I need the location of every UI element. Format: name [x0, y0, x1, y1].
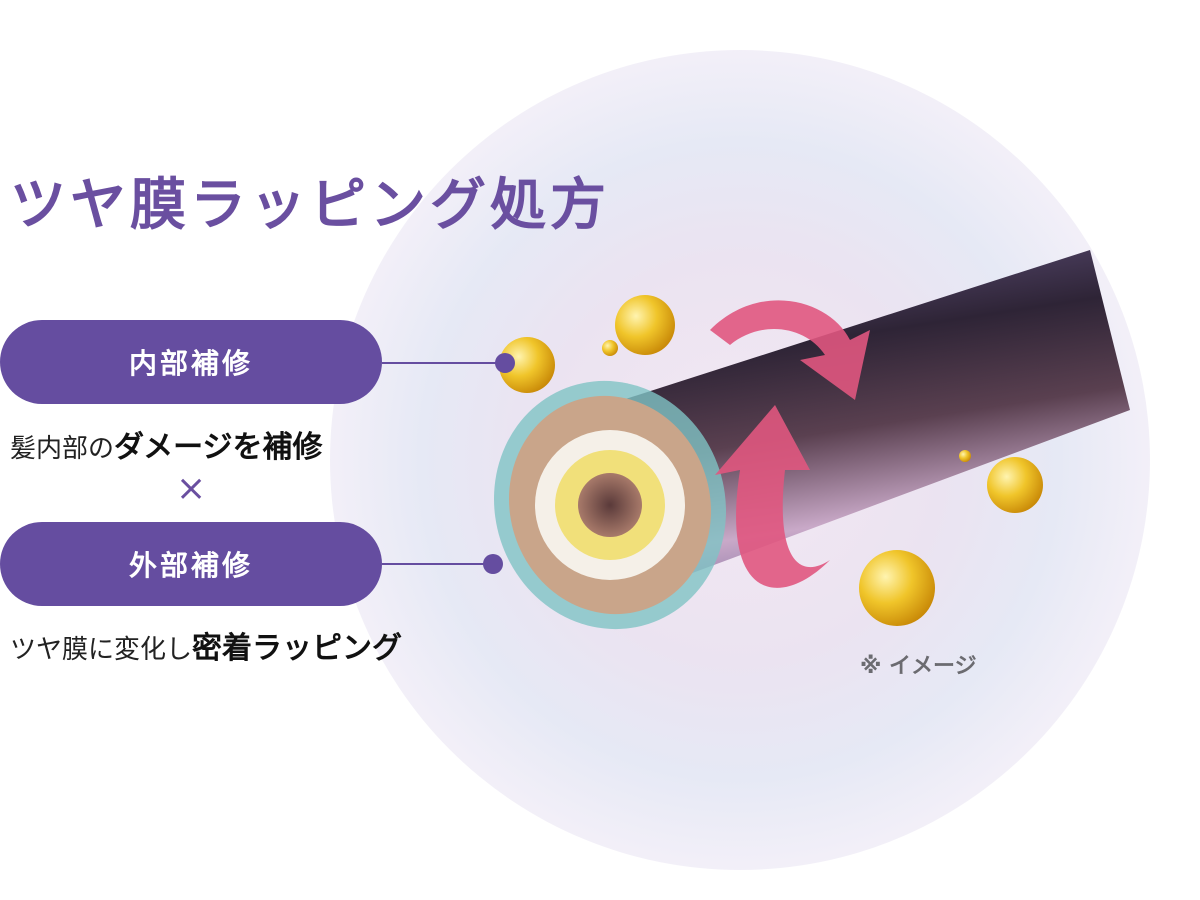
external-desc-plain: ツヤ膜に変化し: [10, 635, 193, 665]
oil-droplets: [499, 295, 1043, 626]
internal-connector-line: [382, 362, 502, 364]
wrap-arrow-icon: [710, 300, 870, 588]
external-connector-line: [382, 563, 490, 565]
image-note: ※ イメージ: [860, 654, 977, 679]
hair-cross-section: [494, 380, 726, 630]
external-repair-badge: 外部補修: [0, 522, 382, 606]
external-connector-dot: [483, 554, 503, 574]
internal-desc-bold: ダメージを補修: [114, 430, 323, 465]
internal-desc-plain: 髪内部の: [10, 434, 115, 464]
internal-repair-badge: 内部補修: [0, 320, 382, 404]
external-repair-label: 外部補修: [128, 549, 253, 582]
times-symbol: ×: [176, 468, 207, 509]
internal-connector-dot: [495, 353, 515, 373]
internal-description: 髪内部のダメージを補修: [10, 422, 323, 466]
page-title: ツヤ膜ラッピング処方: [10, 173, 610, 238]
internal-repair-label: 内部補修: [128, 347, 253, 380]
external-description: ツヤ膜に変化し密着ラッピング: [10, 623, 402, 667]
external-desc-bold: 密着ラッピング: [192, 631, 403, 666]
